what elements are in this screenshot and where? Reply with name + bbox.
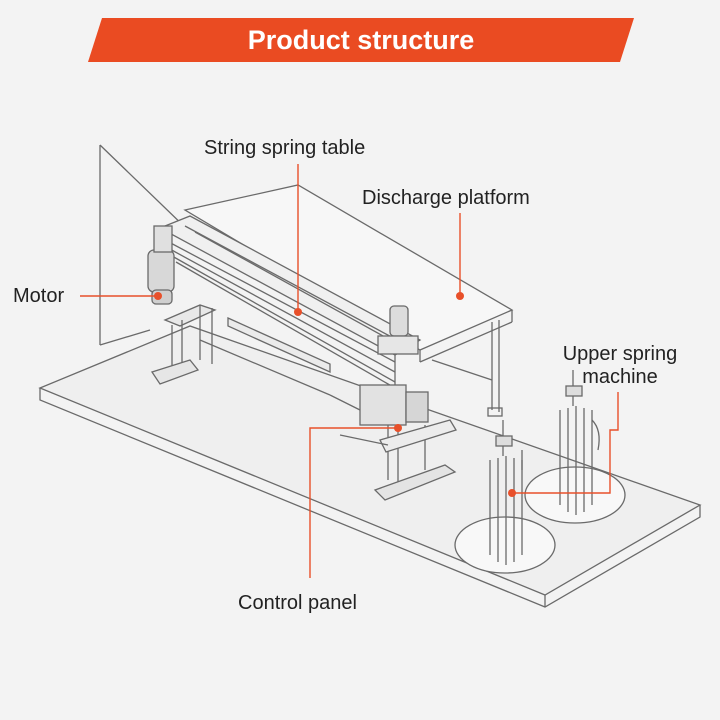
motor — [147, 249, 175, 293]
label-upper-spring-machine-line1: Upper spring — [562, 343, 678, 365]
label-string-spring-table: String spring table — [204, 137, 366, 159]
callout-line-control-panel — [309, 427, 398, 578]
callout-dot-string-spring-table — [294, 308, 302, 316]
callout-dot-motor — [154, 292, 162, 300]
machine-line-art — [38, 144, 702, 608]
label-upper-spring-machine-line2: machine — [582, 366, 658, 388]
label-discharge-platform: Discharge platform — [362, 187, 530, 209]
callout-dot-discharge-platform — [456, 292, 464, 300]
callout-dots — [154, 292, 516, 497]
spring-machine-base-right — [524, 466, 626, 524]
header-banner: Product structure — [88, 18, 634, 62]
callout-dot-upper-spring-machine — [508, 489, 516, 497]
callout-lines — [80, 164, 619, 578]
control-box — [359, 384, 407, 426]
callout-line-upper-spring-machine — [512, 392, 619, 494]
label-motor: Motor — [13, 285, 65, 307]
banner-shape — [88, 18, 634, 62]
label-control-panel: Control panel — [238, 592, 357, 614]
spring-machine-base-left — [454, 516, 556, 574]
callout-dot-control-panel — [394, 424, 402, 432]
page-title: Product structure — [247, 25, 475, 55]
